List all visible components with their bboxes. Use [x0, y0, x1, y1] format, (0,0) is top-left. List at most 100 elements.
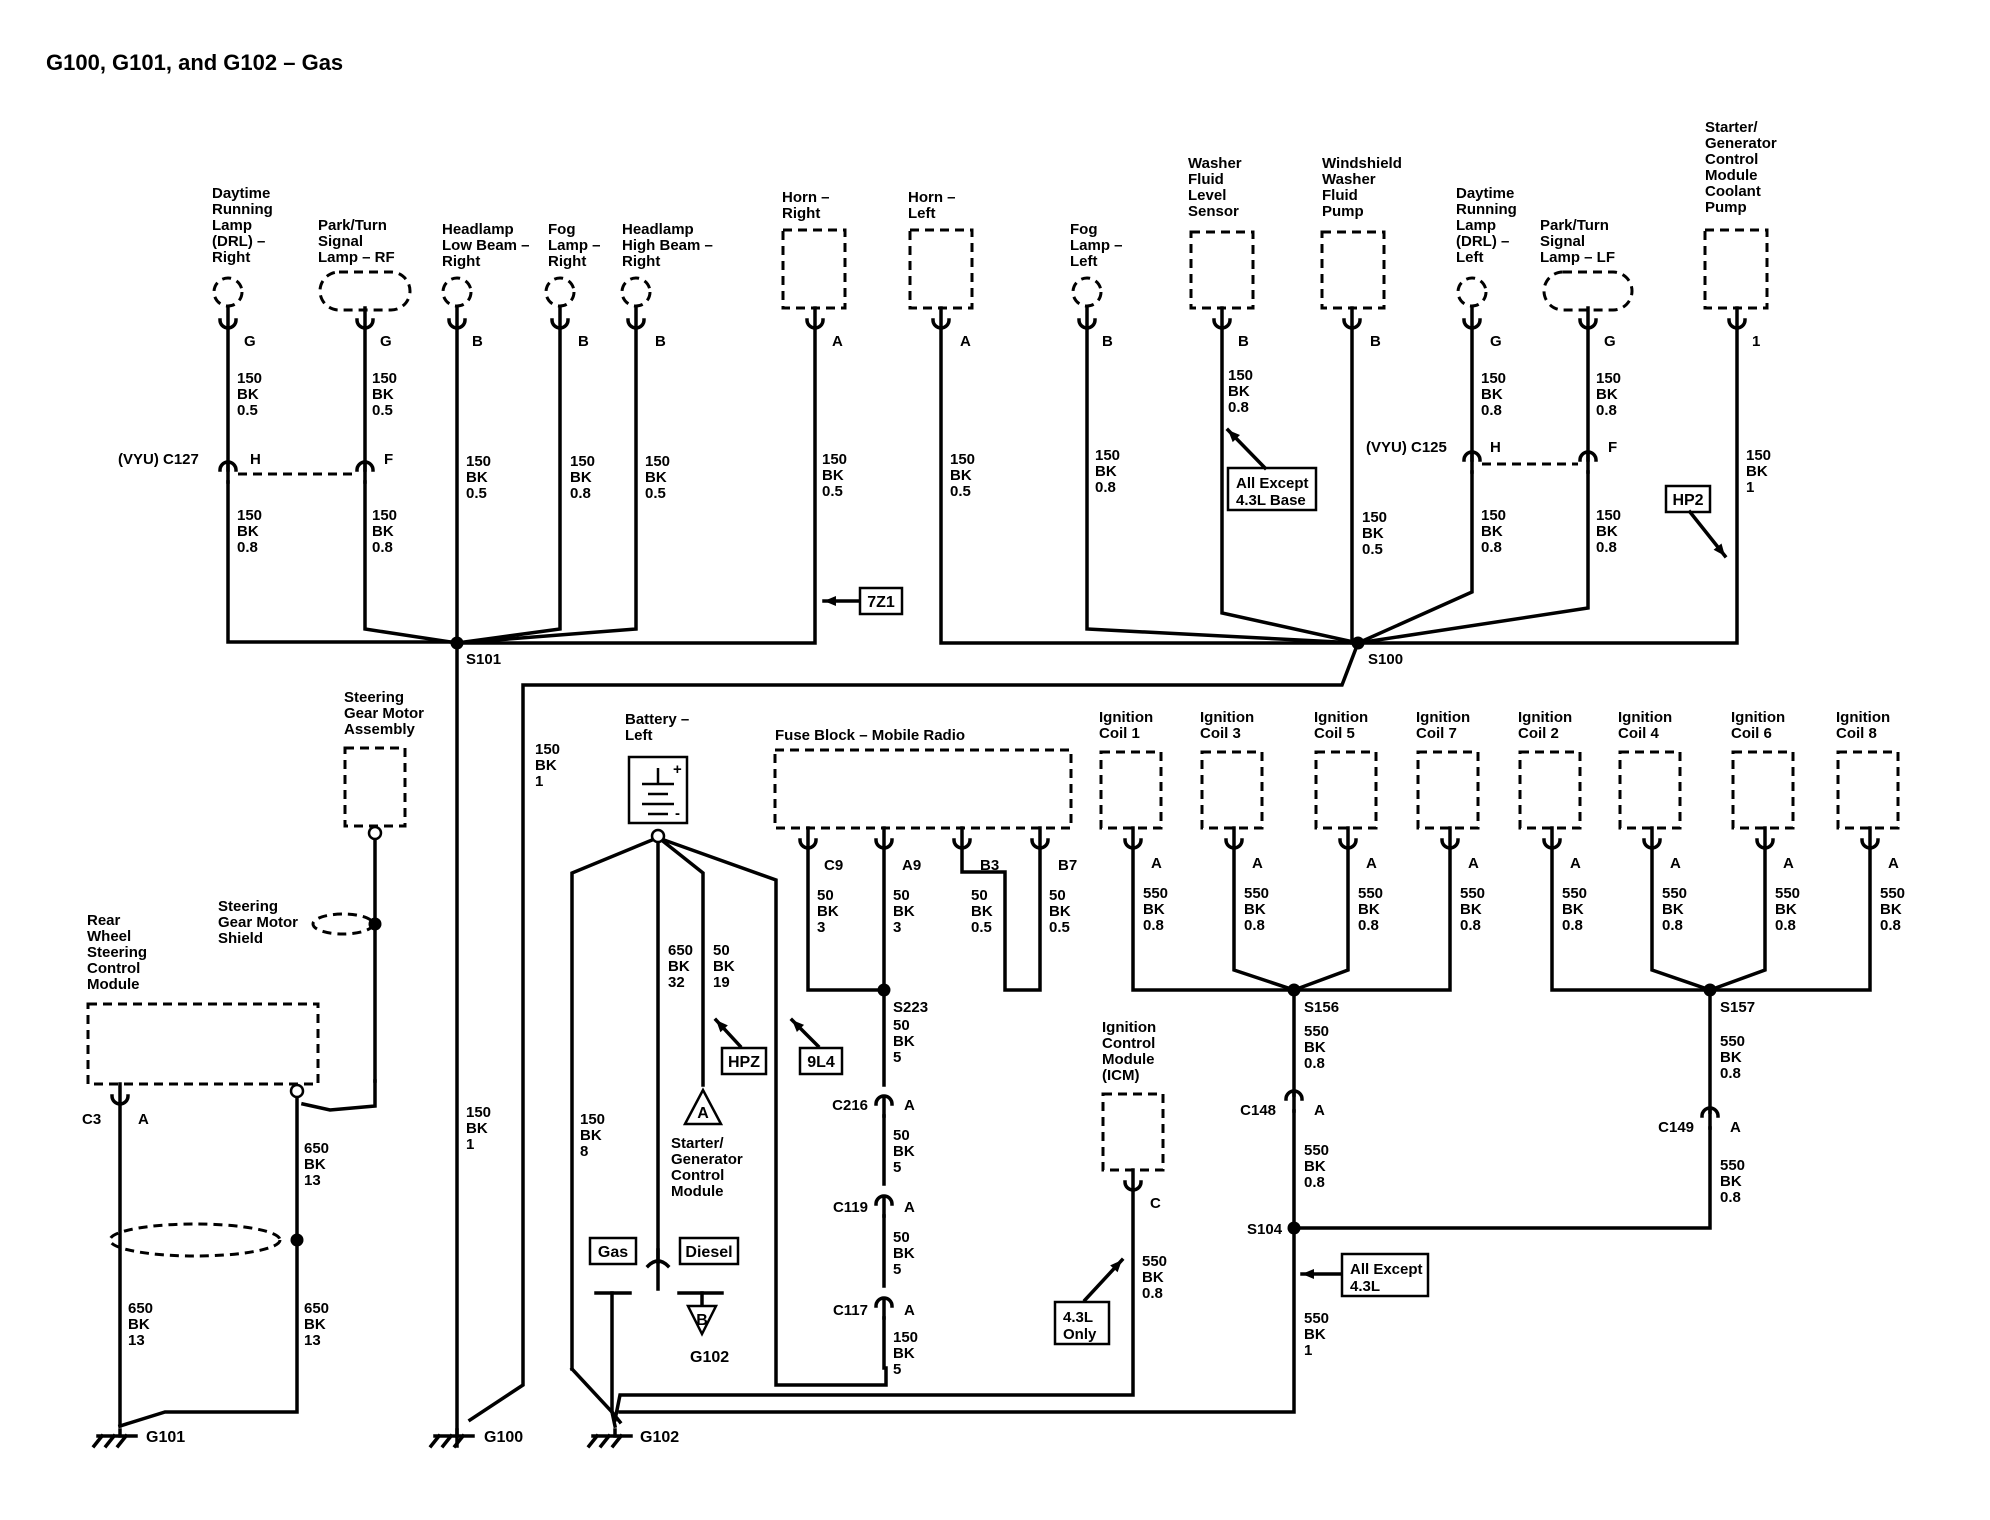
ground-hatch [115, 1433, 129, 1449]
ref-b-label: B [696, 1312, 708, 1329]
ground-hatch [91, 1433, 105, 1449]
wire-segment [1292, 1126, 1712, 1230]
wire-segment [455, 326, 638, 645]
pin-label: B [578, 333, 589, 350]
pin-label: B3 [980, 857, 999, 874]
ground-hatch [598, 1433, 612, 1449]
steering-shield-ellipse [311, 912, 375, 936]
coil2-body [1518, 750, 1582, 830]
option-tag-text: HPZ [728, 1054, 760, 1071]
connector-label: C119 [833, 1199, 868, 1216]
battery-terminal [650, 828, 666, 844]
splice-label: S223 [893, 999, 928, 1016]
option-tag-text: Diesel [685, 1244, 732, 1261]
c149-conn [1700, 1106, 1720, 1118]
wire-segment [1707, 846, 1767, 993]
pin-label: A [1366, 855, 1377, 872]
wire-segment [1131, 846, 1296, 992]
connector-label: C149 [1658, 1119, 1694, 1136]
wire-segment [467, 640, 1361, 1423]
wire-segment [1085, 326, 1360, 645]
pin-label: A [960, 333, 971, 350]
s104-dot [1287, 1221, 1301, 1235]
splice-label: S104 [1247, 1221, 1283, 1238]
pin-label: A [1888, 855, 1899, 872]
c125-f [1578, 450, 1598, 462]
wire-segment [661, 837, 888, 1387]
option-tag-text: 7Z1 [867, 594, 895, 611]
rwscm-body [86, 1002, 320, 1086]
twisted-pair-ellipse [108, 1222, 282, 1258]
pin-label: A [1252, 855, 1263, 872]
pointer-arrow-head [1302, 1268, 1314, 1280]
connector-label: C148 [1240, 1102, 1276, 1119]
horn-right-label: Horn –Right [782, 189, 830, 222]
connector-label: C216 [832, 1097, 868, 1114]
pin-label: 1 [1752, 333, 1760, 350]
fog-right-lamp [544, 276, 576, 308]
horn-left-body [908, 228, 974, 310]
pin-label: H [250, 451, 261, 468]
pointer-arrow-head [824, 595, 836, 607]
pin-label: A [138, 1111, 149, 1128]
ground-hatch [428, 1433, 442, 1449]
option-tag [720, 1046, 768, 1076]
connector-label: C117 [833, 1302, 868, 1319]
pin-label: A [1670, 855, 1681, 872]
connector-label: (VYU) C125 [1366, 439, 1447, 456]
drl-left-lamp [1456, 276, 1488, 308]
headlamp-high-right-lamp [620, 276, 652, 308]
pin-label: B [1102, 333, 1113, 350]
c119-conn [874, 1194, 894, 1206]
coil4-body [1618, 750, 1682, 830]
pin-label: A [1783, 855, 1794, 872]
parkturn-rf-lamp [318, 270, 412, 312]
pin-label: C9 [824, 857, 843, 874]
c127-h [218, 460, 238, 472]
sgcm-pump-body [1703, 228, 1769, 310]
option-tag [1340, 1252, 1430, 1298]
ground-label: G101 [146, 1429, 185, 1446]
wire-segment [1650, 846, 1713, 993]
s101-dot [450, 636, 464, 650]
wire-segment [618, 1226, 1296, 1414]
ground-hatch [452, 1433, 466, 1449]
fuse-block-label: Fuse Block – Mobile Radio [775, 727, 965, 744]
c117-conn [874, 1296, 894, 1308]
pointer-arrow-head [792, 1020, 805, 1033]
ground-hatch [440, 1433, 454, 1449]
c127-f [355, 460, 375, 472]
wire-segment [1291, 846, 1350, 993]
c148-conn [1284, 1089, 1304, 1101]
pin-label: G [380, 333, 392, 350]
coil8-body [1836, 750, 1900, 830]
